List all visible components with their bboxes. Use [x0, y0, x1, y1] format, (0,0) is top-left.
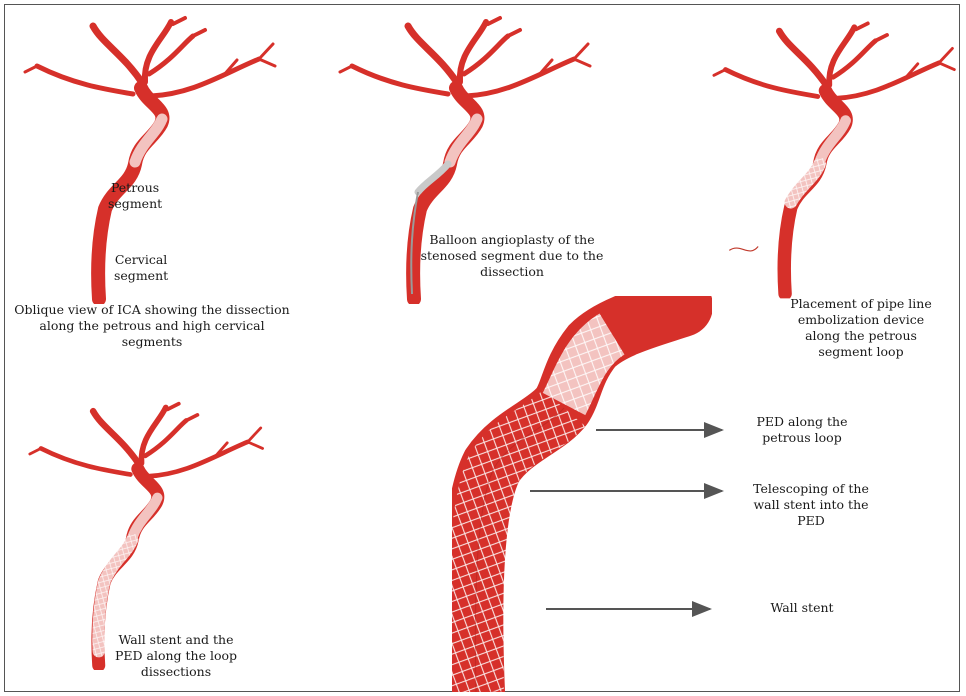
- closeup-illustration: [452, 296, 712, 692]
- artery-illustration: [18, 400, 280, 670]
- artery-illustration: [712, 14, 962, 304]
- signature: [729, 247, 758, 251]
- panel-closeup: [452, 296, 712, 692]
- caption-oblique-view: Oblique view of ICA showing the dissecti…: [14, 302, 290, 350]
- panel-wall-stent: [18, 400, 280, 670]
- panel-ped-placement: [712, 14, 962, 304]
- annotation-wall-stent: Wall stent: [752, 600, 852, 616]
